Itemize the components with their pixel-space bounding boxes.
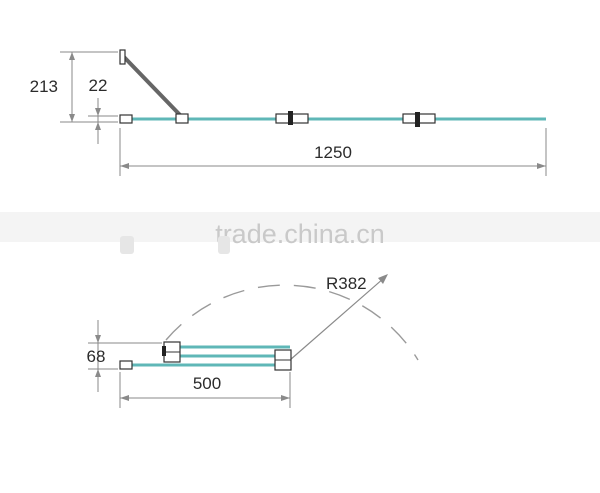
dim-width: 500 [193, 374, 221, 393]
hinge-fitting-1 [175, 113, 189, 124]
radius-line [289, 277, 385, 361]
radius-arrow [378, 274, 388, 284]
dim-length: 1250 [314, 143, 352, 162]
arrow-up [69, 52, 75, 60]
arrow-500-left [120, 395, 129, 401]
arrow-22-top [95, 108, 101, 116]
arrow-500-right [281, 395, 290, 401]
dim-depth: 68 [87, 347, 106, 366]
arrow-68-top [95, 335, 101, 343]
dim-radius: R382 [326, 274, 367, 293]
arrow-down [69, 114, 75, 122]
roller-knob-1 [288, 111, 293, 125]
dim-height-total: 213 [30, 77, 58, 96]
dim-height-small: 22 [89, 76, 108, 95]
bottom-view: R382 68 500 [87, 274, 419, 408]
arrow-22-bottom [95, 122, 101, 130]
open-door-panel [121, 54, 183, 118]
wall-profile-top [119, 114, 133, 124]
roller-knob-2 [415, 112, 420, 127]
wall-profile-bottom [119, 360, 133, 370]
panel-stack-left-knob [162, 346, 166, 356]
wall-hinge-top [119, 49, 126, 65]
swing-arc [165, 284, 419, 361]
arrow-68-bottom [95, 369, 101, 377]
top-view: 213 22 1250 [30, 49, 547, 176]
arrow-left [120, 163, 129, 169]
watermark-text: trade.china.cn [215, 219, 385, 249]
arrow-right [537, 163, 546, 169]
watermark-band [0, 212, 600, 242]
watermark-mark-2 [218, 236, 230, 254]
watermark-mark-1 [120, 236, 134, 254]
